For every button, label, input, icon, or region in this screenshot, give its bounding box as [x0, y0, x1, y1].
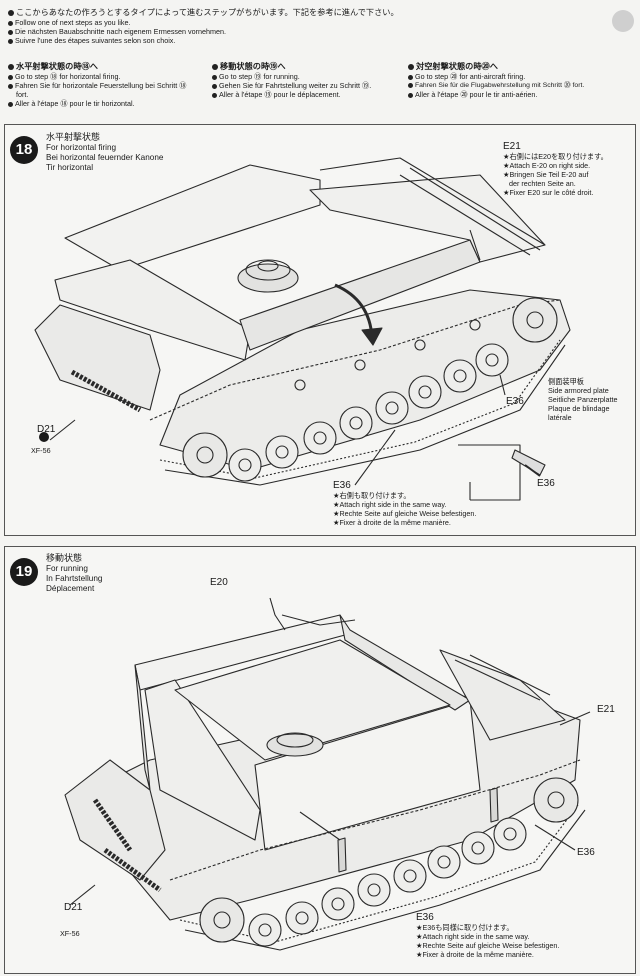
note-line: latérale — [548, 413, 572, 422]
title-de: Bei horizontal feuernder Kanone — [46, 153, 164, 162]
intro-line-fr: Suivre l'une des étapes suivantes selon … — [8, 36, 628, 45]
step-18-e36-note: E36 ★右側も取り付けます。 ★Attach right side in th… — [333, 480, 476, 527]
option-line: fort. — [16, 90, 29, 99]
option-horizontal: 水平射撃状態の時⑱へ Go to step ⑱ for horizontal f… — [8, 62, 208, 108]
intro-line-de: Die nächsten Bauabschnitte nach eigenem … — [8, 27, 628, 36]
bullet-icon — [8, 74, 13, 80]
option-running: 移動状態の時⑲へ Go to step ⑲ for running. Gehen… — [212, 62, 407, 99]
note-line: Plaque de blindage — [548, 404, 610, 413]
option-line: Fahren Sie für die Flugabwehrstellung mi… — [408, 81, 636, 90]
step-18-paint-code: XF-56 — [31, 446, 51, 455]
bullet-icon — [8, 83, 13, 89]
note-line: ★右側も取り付けます。 — [333, 491, 411, 500]
option-line: Go to step ⑲ for running. — [212, 72, 407, 81]
note-line: ★Rechte Seite auf gleiche Weise befestig… — [416, 941, 560, 950]
option-title: 対空射撃状態の時⑳へ — [408, 62, 636, 72]
note-line: ★Attach E-20 on right side. — [503, 161, 591, 170]
step-19-e36-note: E36 ★E36も同様に取り付けます。 ★Attach right side i… — [416, 912, 559, 959]
bullet-icon — [408, 92, 413, 98]
intro-line-en: Follow one of next steps as you like. — [8, 18, 628, 27]
title-jp: 移動状態 — [46, 553, 83, 563]
bullet-icon — [212, 63, 218, 70]
note-line: 側面装甲板 — [548, 377, 584, 386]
title-fr: Tir horizontal — [46, 163, 94, 172]
option-line: Aller à l'étape ⑱ pour le tir horizontal… — [8, 99, 208, 108]
option-title: 移動状態の時⑲へ — [212, 62, 407, 72]
part-label-e36: E36 — [333, 480, 351, 491]
step-19-title: 移動状態 For running In Fahrtstellung Déplac… — [46, 553, 102, 594]
bullet-icon — [408, 63, 414, 70]
option-line: Gehen Sie für Fahrtstellung weiter zu Sc… — [212, 81, 407, 90]
title-fr: Déplacement — [46, 584, 95, 593]
bullet-icon — [408, 74, 413, 80]
step-18-detail-e36: E36 — [537, 478, 555, 489]
title-en: For running — [46, 564, 88, 573]
title-en: For horizontal firing — [46, 143, 117, 152]
note-line: ★Bringen Sie Teil E-20 auf — [503, 170, 589, 179]
option-antiaircraft: 対空射撃状態の時⑳へ Go to step ⑳ for anti-aircraf… — [408, 62, 636, 99]
note-line: ★Fixer à droite de la même manière. — [333, 518, 451, 527]
step-18-e21-note: E21 ★右側にはE20を取り付けます。 ★Attach E-20 on rig… — [503, 141, 608, 197]
step-19-part-d21: D21 — [64, 902, 83, 913]
option-line: Aller à l'étape ⑳ pour le tir anti-aérie… — [408, 90, 636, 99]
note-line: Seitliche Panzerplatte — [548, 395, 618, 404]
bullet-icon — [8, 101, 13, 107]
part-label-e36: E36 — [416, 912, 434, 923]
option-line: Aller à l'étape ⑲ pour le déplacement. — [212, 90, 407, 99]
step-19-paint-code: XF-56 — [60, 929, 80, 938]
note-line: ★Fixer E20 sur le côté droit. — [503, 188, 594, 197]
step-18-side-plate-note: 側面装甲板 Side armored plate Seitliche Panze… — [548, 377, 618, 422]
bullet-icon — [8, 9, 14, 16]
note-line: ★E36も同様に取り付けます。 — [416, 923, 514, 932]
bullet-icon — [8, 38, 13, 44]
option-line: Go to step ⑱ for horizontal firing. — [8, 72, 208, 81]
note-line: ★Fixer à droite de la même manière. — [416, 950, 534, 959]
bullet-icon — [8, 63, 14, 70]
bullet-icon — [212, 83, 217, 89]
note-line: der rechten Seite an. — [509, 179, 576, 188]
intro-block: ここからあなたの作ろうとするタイプによって進むステップがちがいます。下記を参考に… — [8, 8, 628, 45]
option-title: 水平射撃状態の時⑱へ — [8, 62, 208, 72]
intro-line-jp: ここからあなたの作ろうとするタイプによって進むステップがちがいます。下記を参考に… — [8, 8, 628, 18]
step-19-part-e36: E36 — [577, 847, 595, 858]
step-18-part-e36: E36 — [506, 396, 524, 407]
bullet-icon — [408, 82, 413, 88]
title-jp: 水平射撃状態 — [46, 132, 101, 142]
title-de: In Fahrtstellung — [46, 574, 103, 583]
step-18-number: 18 — [10, 136, 38, 164]
note-line: ★Attach right side in the same way. — [333, 500, 447, 509]
bullet-icon — [8, 20, 13, 26]
note-line: ★右側にはE20を取り付けます。 — [503, 152, 608, 161]
option-line: Go to step ⑳ for anti-aircraft firing. — [408, 72, 636, 81]
option-line: Fahren Sie für horizontale Feuerstellung… — [8, 81, 208, 90]
step-19-number: 19 — [10, 558, 38, 586]
note-line: Side armored plate — [548, 386, 609, 395]
page-number-badge — [612, 10, 634, 32]
step-18-title: 水平射撃状態 For horizontal firing Bei horizon… — [46, 132, 163, 173]
step-19-part-e21: E21 — [597, 704, 615, 715]
part-label-e21: E21 — [503, 141, 521, 152]
bullet-icon — [212, 74, 217, 80]
note-line: ★Attach right side in the same way. — [416, 932, 530, 941]
bullet-icon — [212, 92, 217, 98]
step-19-part-e20: E20 — [210, 577, 228, 588]
note-line: ★Rechte Seite auf gleiche Weise befestig… — [333, 509, 477, 518]
step-18-part-d21: D21 — [37, 424, 56, 435]
bullet-icon — [8, 29, 13, 35]
